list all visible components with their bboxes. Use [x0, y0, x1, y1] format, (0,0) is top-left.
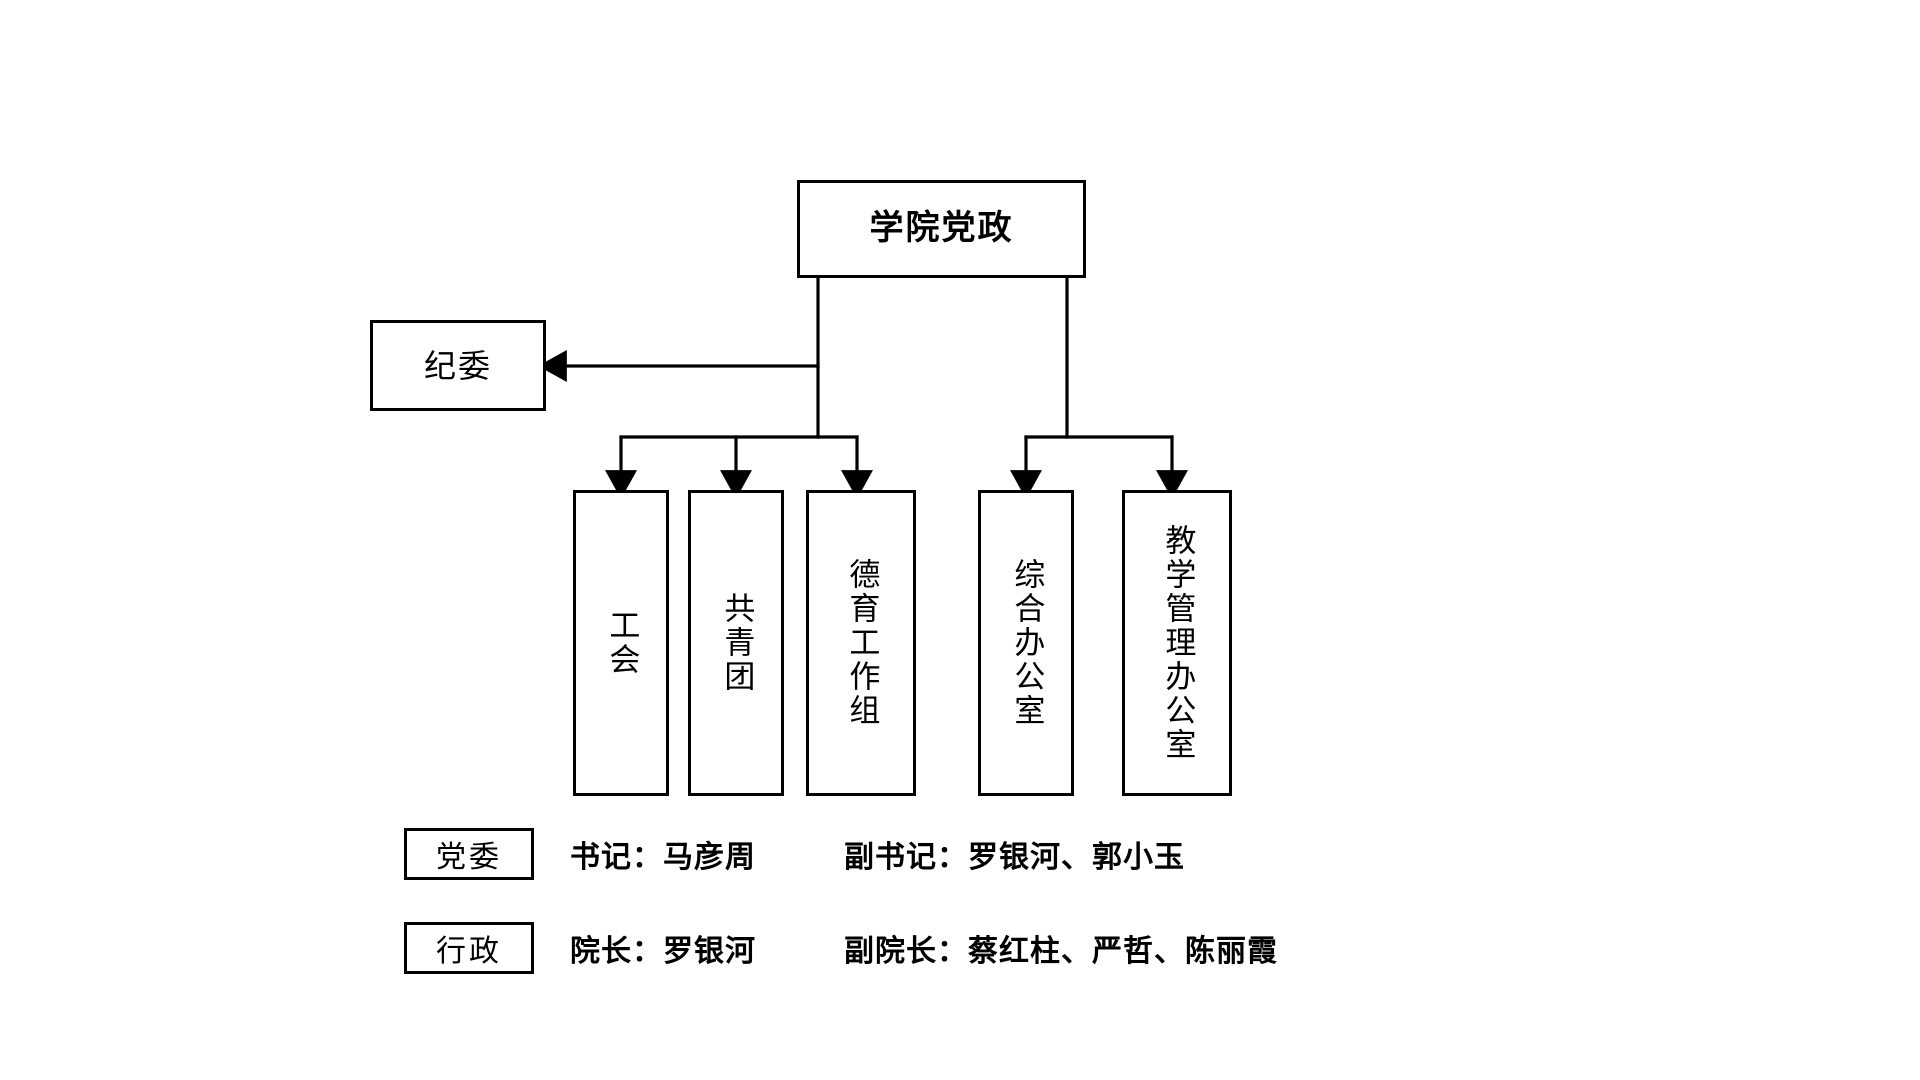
node-general-office-label: 综合办公室	[1009, 558, 1045, 728]
legend-row-party-committee: 党委 书记：马彦周 副书记：罗银河、郭小玉	[404, 828, 1185, 880]
legend-tag-administration[interactable]: 行政	[404, 922, 534, 974]
node-root[interactable]: 学院党政	[797, 180, 1086, 278]
legend-row-administration: 行政 院长：罗银河 副院长：蔡红柱、严哲、陈丽霞	[404, 922, 1278, 974]
node-moral-education-group[interactable]: 德育工作组	[806, 490, 916, 796]
legend-tag-party-committee-label: 党委	[436, 841, 502, 874]
node-discipline-committee[interactable]: 纪委	[370, 320, 546, 411]
legend-dean-administration: 院长：罗银河	[570, 935, 756, 968]
node-discipline-committee-label: 纪委	[423, 347, 492, 384]
legend-deputy-secretary-party-committee: 副书记：罗银河、郭小玉	[844, 841, 1185, 874]
node-labor-union-label: 工会	[604, 609, 640, 677]
node-labor-union[interactable]: 工会	[573, 490, 669, 796]
node-teaching-management-office[interactable]: 教学管理办公室	[1122, 490, 1232, 796]
legend-tag-party-committee[interactable]: 党委	[404, 828, 534, 880]
legend-tag-administration-label: 行政	[436, 935, 502, 968]
node-general-office[interactable]: 综合办公室	[978, 490, 1074, 796]
legend-deputy-dean-administration: 副院长：蔡红柱、严哲、陈丽霞	[844, 935, 1278, 968]
legend-secretary-party-committee: 书记：马彦周	[570, 841, 756, 874]
node-moral-education-group-label: 德育工作组	[844, 558, 880, 728]
node-youth-league-label: 共青团	[719, 592, 755, 694]
node-root-label: 学院党政	[869, 210, 1014, 247]
node-teaching-management-office-label: 教学管理办公室	[1160, 524, 1196, 762]
node-youth-league[interactable]: 共青团	[688, 490, 784, 796]
